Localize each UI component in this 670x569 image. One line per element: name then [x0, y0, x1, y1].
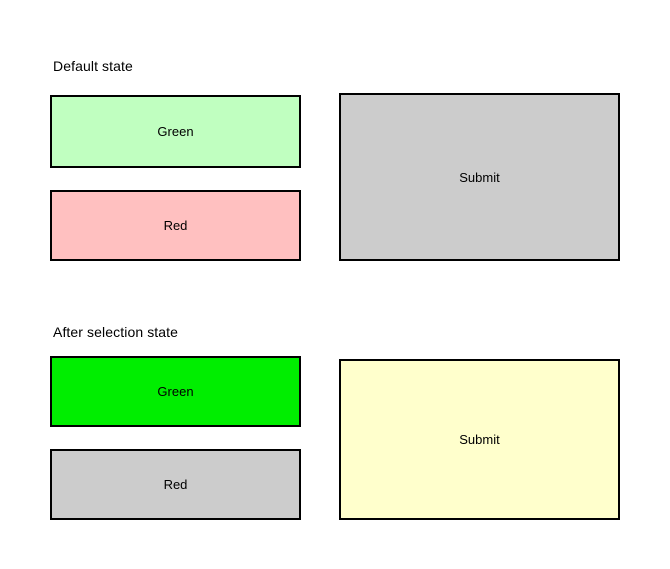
submit-button-default-label: Submit: [459, 169, 500, 185]
red-button-default-label: Red: [163, 218, 188, 233]
after-selection-state-heading: After selection state: [53, 324, 179, 340]
submit-button-selected-label: Submit: [459, 432, 500, 447]
green-button-selected-label: Green: [157, 384, 194, 399]
submit-button-selected[interactable]: Submit: [339, 359, 620, 520]
submit-button-default[interactable]: Submit: [339, 93, 620, 261]
red-button-selected[interactable]: Red: [50, 449, 301, 520]
green-button-default[interactable]: Green: [50, 95, 301, 168]
green-button-default-label: Green: [157, 124, 194, 139]
green-button-selected[interactable]: Green: [50, 356, 301, 427]
default-state-heading: Default state: [53, 58, 133, 74]
red-button-selected-label: Red: [163, 477, 188, 492]
red-button-default[interactable]: Red: [50, 190, 301, 261]
